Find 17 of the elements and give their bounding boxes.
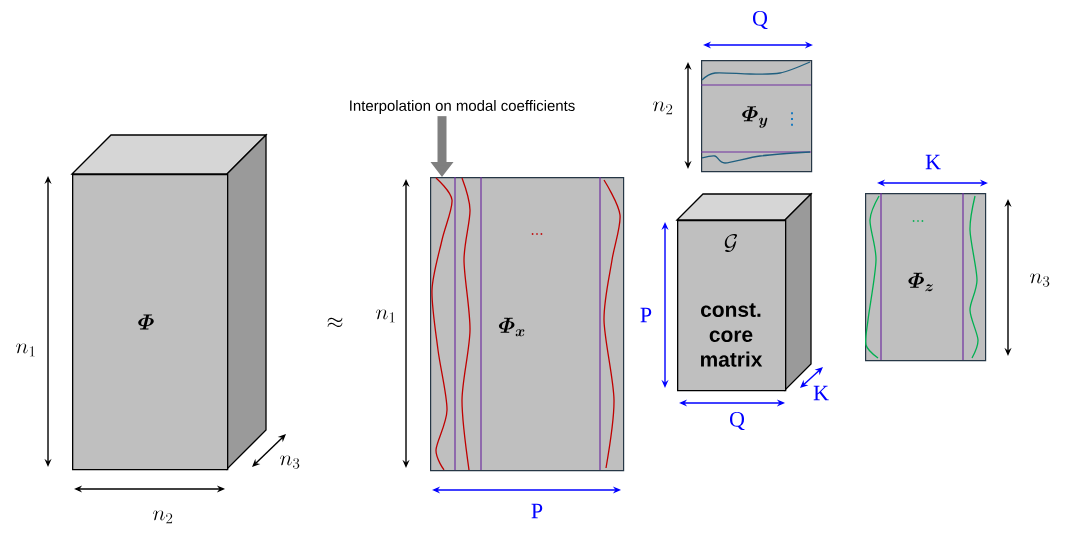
dimension-label: $n_3$	[1030, 273, 1050, 287]
dimension-label: $n_2$	[653, 101, 673, 115]
dimension-label: P	[640, 307, 652, 323]
dimension-label: Q	[730, 411, 745, 430]
dimension-label: $\approx$	[327, 317, 343, 328]
matrix-box: $\boldsymbol{\varPhi_x}$ ...	[430, 176, 625, 472]
dimension-label: $n_3$	[280, 455, 300, 469]
matrix-box: $\boldsymbol{\varPhi_z}$ ...	[864, 192, 987, 362]
dimension-label: K	[813, 385, 829, 401]
dimension-label: $n_1$	[16, 343, 35, 357]
dimension-label: $n_2$	[153, 510, 173, 524]
matrix-box: $\boldsymbol{\varPhi_y}$ ⋮	[700, 60, 813, 173]
dimension-label: $n_1$	[376, 309, 395, 323]
dimension-label: P	[531, 503, 543, 519]
dimension-label: Q	[753, 10, 768, 29]
annotation-text: Interpolation on modal coefficients	[350, 100, 575, 114]
dimension-label: K	[925, 154, 941, 170]
